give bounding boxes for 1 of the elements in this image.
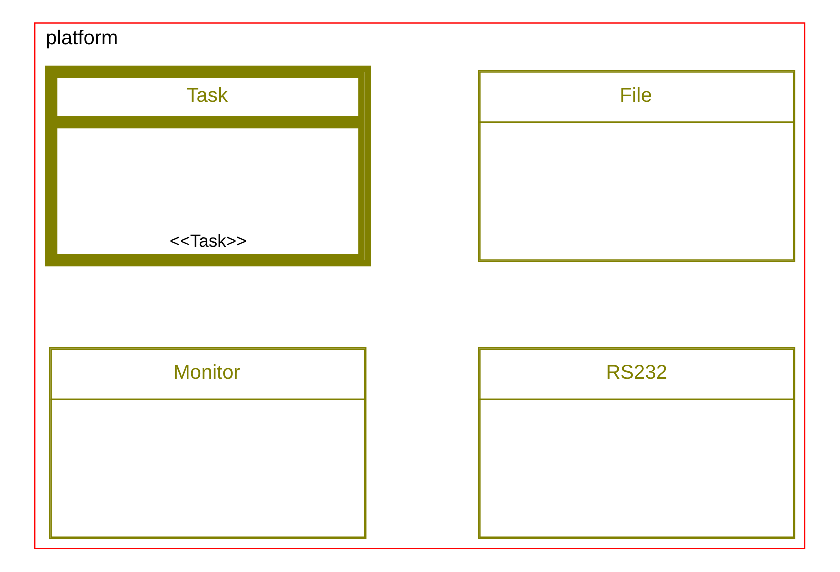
node-box: Task <<Task>> bbox=[45, 66, 372, 267]
